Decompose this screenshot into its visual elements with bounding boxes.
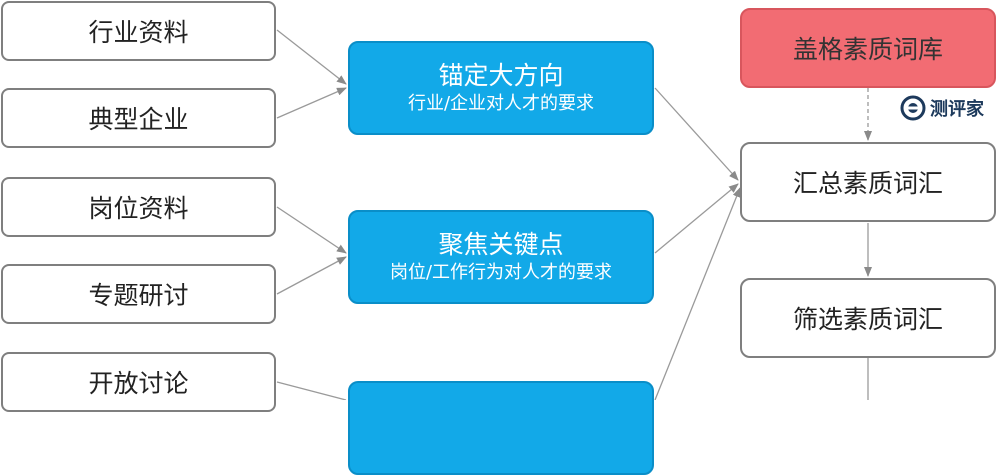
arrow-discussion-to-third — [276, 381, 347, 400]
filter-label: 筛选素质词汇 — [792, 305, 943, 334]
anchor-direction-box: 锚定大方向 行业/企业对人才的要求 — [348, 41, 654, 135]
source-typical-enterprise: 典型企业 — [1, 88, 276, 148]
arrow-position-to-keypoint — [276, 206, 347, 254]
filter-box: 筛选素质词汇 — [740, 278, 996, 358]
competency-library-box: 盖格素质词库 — [740, 8, 996, 88]
source-discussion-label: 开放讨论 — [88, 369, 189, 398]
connector-lines — [276, 29, 872, 400]
summary-box: 汇总素质词汇 — [740, 142, 996, 222]
third-middle-box — [348, 381, 654, 475]
anchor-direction-title: 锚定大方向 — [438, 61, 564, 90]
source-open-discussion: 开放讨论 — [1, 352, 276, 412]
source-enterprise-label: 典型企业 — [88, 105, 189, 134]
source-position-label: 岗位资料 — [88, 194, 189, 223]
logo: 测评家 — [900, 94, 984, 122]
focus-keypoint-subtitle: 岗位/工作行为对人才的要求 — [389, 262, 613, 283]
source-seminar-label: 专题研讨 — [88, 281, 189, 310]
focus-keypoint-title: 聚焦关键点 — [438, 230, 564, 259]
logo-mark-icon — [900, 95, 926, 121]
arrow-industry-to-direction — [276, 29, 347, 85]
arrow-keypoint-to-summary — [654, 183, 739, 254]
competency-library-label: 盖格素质词库 — [792, 35, 943, 64]
source-industry-data: 行业资料 — [1, 1, 276, 61]
focus-keypoint-box: 聚焦关键点 岗位/工作行为对人才的要求 — [348, 210, 654, 304]
source-industry-label: 行业资料 — [88, 18, 189, 47]
arrow-enterprise-to-direction — [276, 87, 347, 119]
anchor-direction-subtitle: 行业/企业对人才的要求 — [407, 93, 595, 114]
arrow-third-to-summary — [654, 187, 741, 400]
logo-text: 测评家 — [930, 99, 984, 120]
summary-label: 汇总素质词汇 — [792, 169, 943, 198]
arrow-seminar-to-keypoint — [276, 256, 347, 295]
source-special-seminar: 专题研讨 — [1, 264, 276, 324]
source-position-data: 岗位资料 — [1, 177, 276, 237]
arrow-direction-to-summary — [654, 87, 739, 181]
